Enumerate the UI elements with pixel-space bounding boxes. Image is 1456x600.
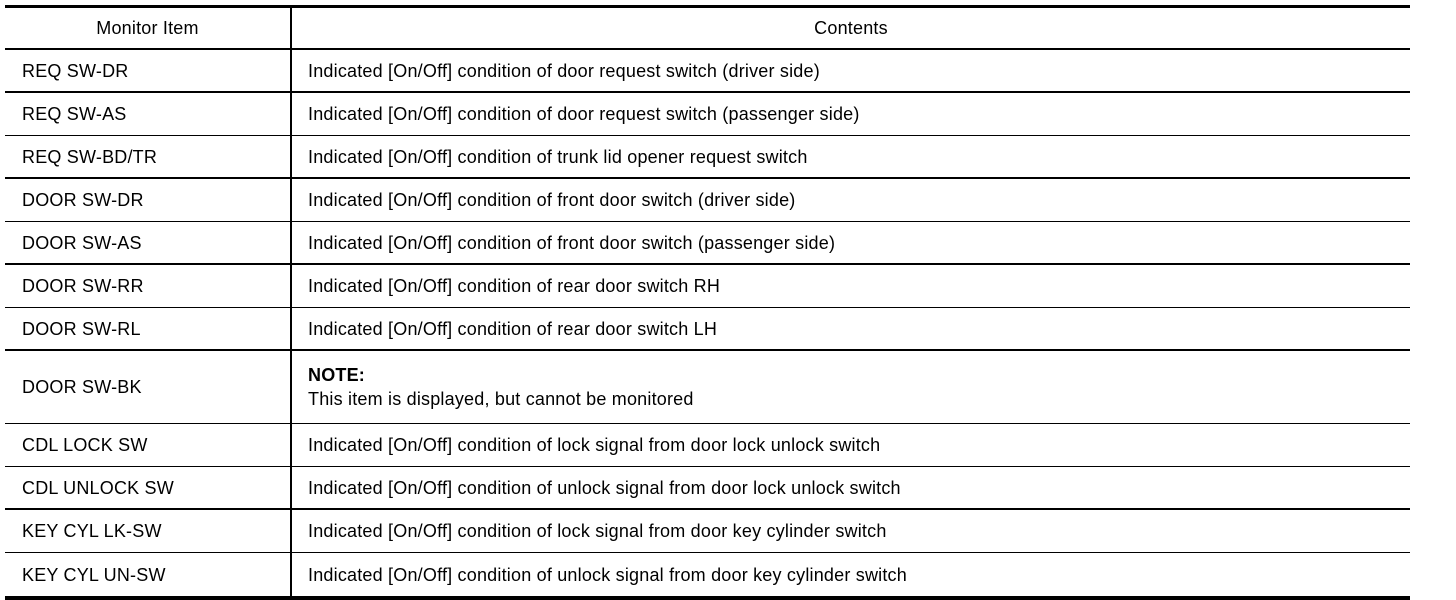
- table-row: CDL LOCK SW Indicated [On/Off] condition…: [5, 424, 1410, 467]
- monitor-item-cell: DOOR SW-DR: [5, 179, 292, 221]
- monitor-items-table: Monitor Item Contents REQ SW-DR Indicate…: [5, 5, 1410, 600]
- table-body: REQ SW-DR Indicated [On/Off] condition o…: [5, 50, 1410, 596]
- contents-cell: Indicated [On/Off] condition of front do…: [308, 190, 796, 210]
- monitor-item-cell: CDL UNLOCK SW: [5, 467, 292, 508]
- column-header-contents: Contents: [814, 18, 888, 38]
- note-label: NOTE:: [308, 365, 365, 385]
- monitor-item-cell: KEY CYL LK-SW: [5, 510, 292, 552]
- monitor-item-cell: DOOR SW-RR: [5, 265, 292, 307]
- table-row: REQ SW-DR Indicated [On/Off] condition o…: [5, 50, 1410, 93]
- contents-cell: Indicated [On/Off] condition of unlock s…: [308, 477, 901, 498]
- table-row: DOOR SW-BK NOTE: This item is displayed, …: [5, 351, 1410, 424]
- monitor-item-cell: REQ SW-BD/TR: [5, 136, 292, 177]
- contents-cell: Indicated [On/Off] condition of rear doo…: [308, 318, 718, 339]
- monitor-item-cell: CDL LOCK SW: [5, 424, 292, 466]
- monitor-item-cell: DOOR SW-RL: [5, 308, 292, 349]
- contents-cell: Indicated [On/Off] condition of unlock s…: [308, 564, 907, 585]
- contents-cell: NOTE: This item is displayed, but cannot …: [292, 351, 1410, 423]
- contents-cell: Indicated [On/Off] condition of lock sig…: [308, 521, 887, 541]
- column-header-monitor-item: Monitor Item: [5, 8, 292, 48]
- contents-cell: Indicated [On/Off] condition of trunk li…: [308, 146, 808, 167]
- table-row: REQ SW-BD/TR Indicated [On/Off] conditio…: [5, 136, 1410, 179]
- table-row: DOOR SW-DR Indicated [On/Off] condition …: [5, 179, 1410, 222]
- table-row: KEY CYL LK-SW Indicated [On/Off] conditi…: [5, 510, 1410, 553]
- contents-cell: Indicated [On/Off] condition of lock sig…: [308, 435, 881, 455]
- table-row: DOOR SW-RR Indicated [On/Off] condition …: [5, 265, 1410, 308]
- contents-cell: Indicated [On/Off] condition of door req…: [308, 104, 860, 124]
- table-header-row: Monitor Item Contents: [5, 8, 1410, 50]
- monitor-item-cell: REQ SW-DR: [5, 50, 292, 91]
- table-row: CDL UNLOCK SW Indicated [On/Off] conditi…: [5, 467, 1410, 510]
- table-row: REQ SW-AS Indicated [On/Off] condition o…: [5, 93, 1410, 136]
- note-text: This item is displayed, but cannot be mo…: [308, 389, 694, 409]
- contents-cell: Indicated [On/Off] condition of front do…: [308, 232, 836, 253]
- table-row: DOOR SW-AS Indicated [On/Off] condition …: [5, 222, 1410, 265]
- table-row: DOOR SW-RL Indicated [On/Off] condition …: [5, 308, 1410, 351]
- monitor-item-cell: KEY CYL UN-SW: [5, 553, 292, 596]
- contents-cell: Indicated [On/Off] condition of door req…: [308, 60, 820, 81]
- monitor-item-cell: DOOR SW-BK: [5, 351, 292, 423]
- monitor-item-cell: DOOR SW-AS: [5, 222, 292, 263]
- table-row: KEY CYL UN-SW Indicated [On/Off] conditi…: [5, 553, 1410, 596]
- monitor-item-cell: REQ SW-AS: [5, 93, 292, 135]
- contents-cell: Indicated [On/Off] condition of rear doo…: [308, 276, 721, 296]
